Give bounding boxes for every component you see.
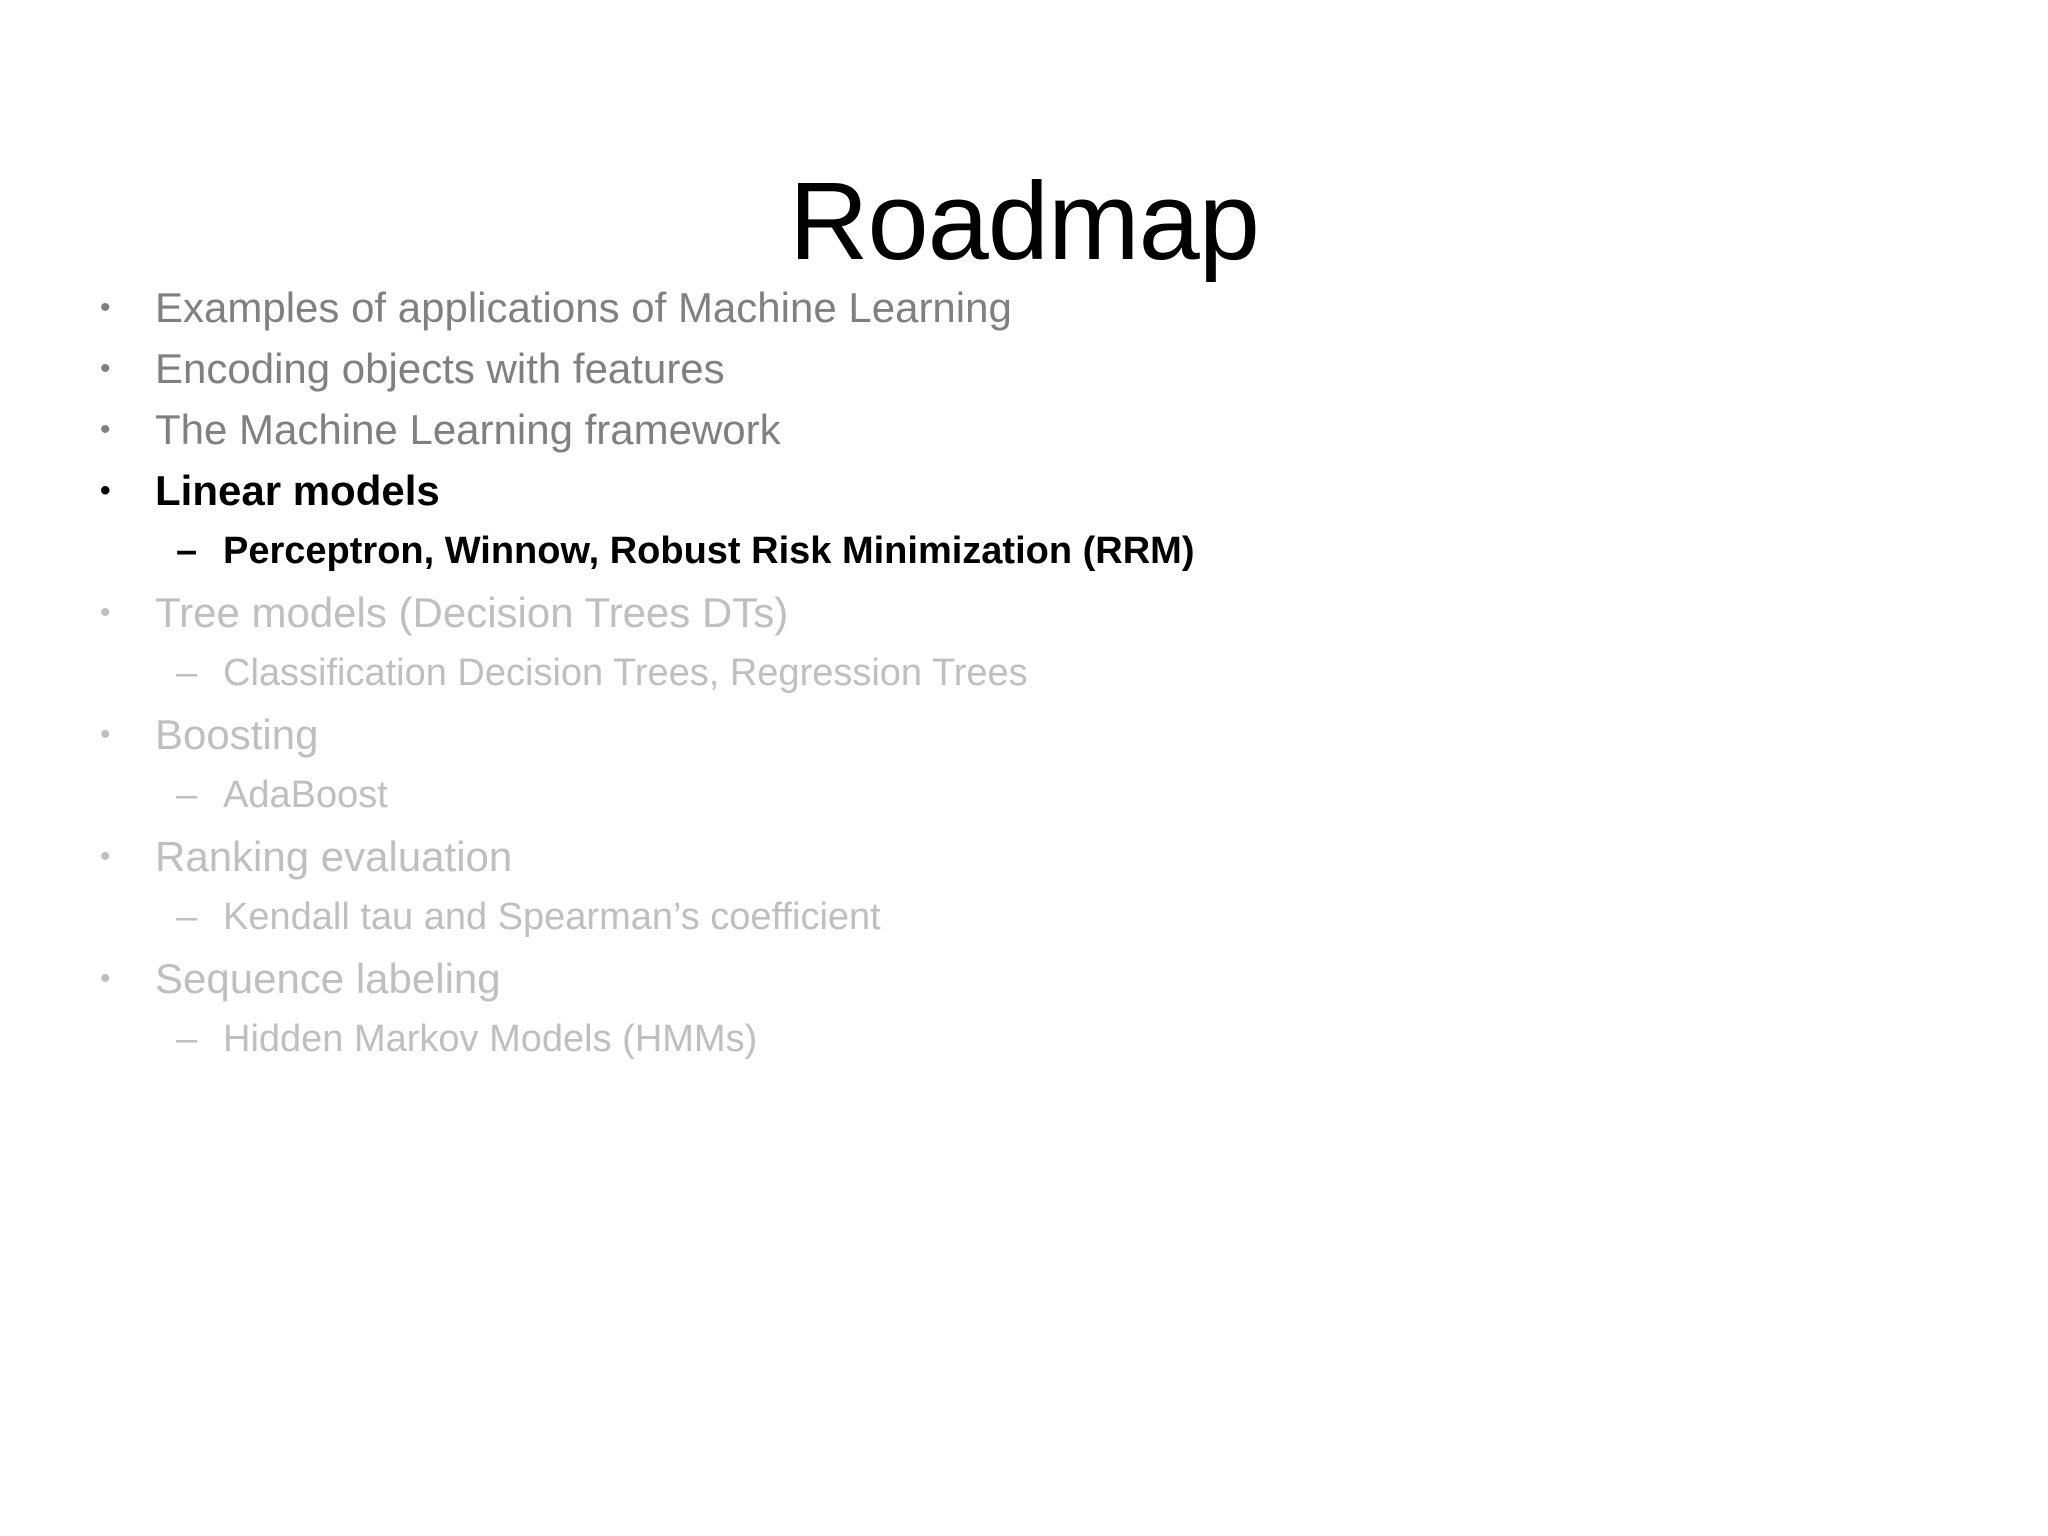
- dash-icon: –: [176, 652, 198, 694]
- list-item: • Examples of applications of Machine Lea…: [100, 277, 1900, 338]
- list-item-label: Hidden Markov Models (HMMs): [223, 1018, 758, 1060]
- list-item-label: Encoding objects with features: [155, 344, 725, 392]
- list-item-label: Linear models: [155, 466, 440, 514]
- list-item: –Kendall tau and Spearman’s coefficient: [176, 887, 1900, 948]
- bullet-icon: •: [100, 717, 111, 751]
- dash-icon: –: [176, 1018, 198, 1060]
- bullet-icon: •: [100, 412, 111, 446]
- list-item: –AdaBoost: [176, 765, 1900, 826]
- dash-icon: –: [176, 530, 198, 572]
- list-item-label: Examples of applications of Machine Lear…: [155, 283, 1012, 331]
- list-item: –Perceptron, Winnow, Robust Risk Minimiz…: [176, 521, 1900, 582]
- dash-icon: –: [176, 896, 198, 938]
- list-item: • Ranking evaluation: [100, 826, 1900, 887]
- list-item-label: Classification Decision Trees, Regressio…: [223, 652, 1028, 694]
- slide-title: Roadmap: [789, 159, 1260, 283]
- bullet-icon: •: [100, 961, 111, 995]
- list-item: • Encoding objects with features: [100, 338, 1900, 399]
- list-item: • Linear models: [100, 460, 1900, 521]
- roadmap-list: • Examples of applications of Machine Lea…: [100, 277, 1900, 1070]
- list-item-label: Ranking evaluation: [155, 832, 513, 880]
- bullet-icon: •: [100, 595, 111, 629]
- list-item-label: Tree models (Decision Trees DTs): [155, 588, 789, 636]
- list-item: • Tree models (Decision Trees DTs): [100, 582, 1900, 643]
- list-item-label: AdaBoost: [223, 774, 388, 816]
- bullet-icon: •: [100, 351, 111, 385]
- list-item: • Sequence labeling: [100, 948, 1900, 1009]
- list-item: –Hidden Markov Models (HMMs): [176, 1009, 1900, 1070]
- bullet-icon: •: [100, 290, 111, 324]
- list-item-label: The Machine Learning framework: [155, 405, 781, 453]
- list-item-label: Sequence labeling: [155, 954, 501, 1002]
- list-item-label: Boosting: [155, 710, 319, 758]
- list-item-label: Perceptron, Winnow, Robust Risk Minimiza…: [223, 530, 1195, 572]
- list-item: –Classification Decision Trees, Regressi…: [176, 643, 1900, 704]
- list-item: • Boosting: [100, 704, 1900, 765]
- bullet-icon: •: [100, 473, 111, 507]
- bullet-icon: •: [100, 839, 111, 873]
- list-item: • The Machine Learning framework: [100, 399, 1900, 460]
- list-item-label: Kendall tau and Spearman’s coefficient: [223, 896, 881, 938]
- dash-icon: –: [176, 774, 198, 816]
